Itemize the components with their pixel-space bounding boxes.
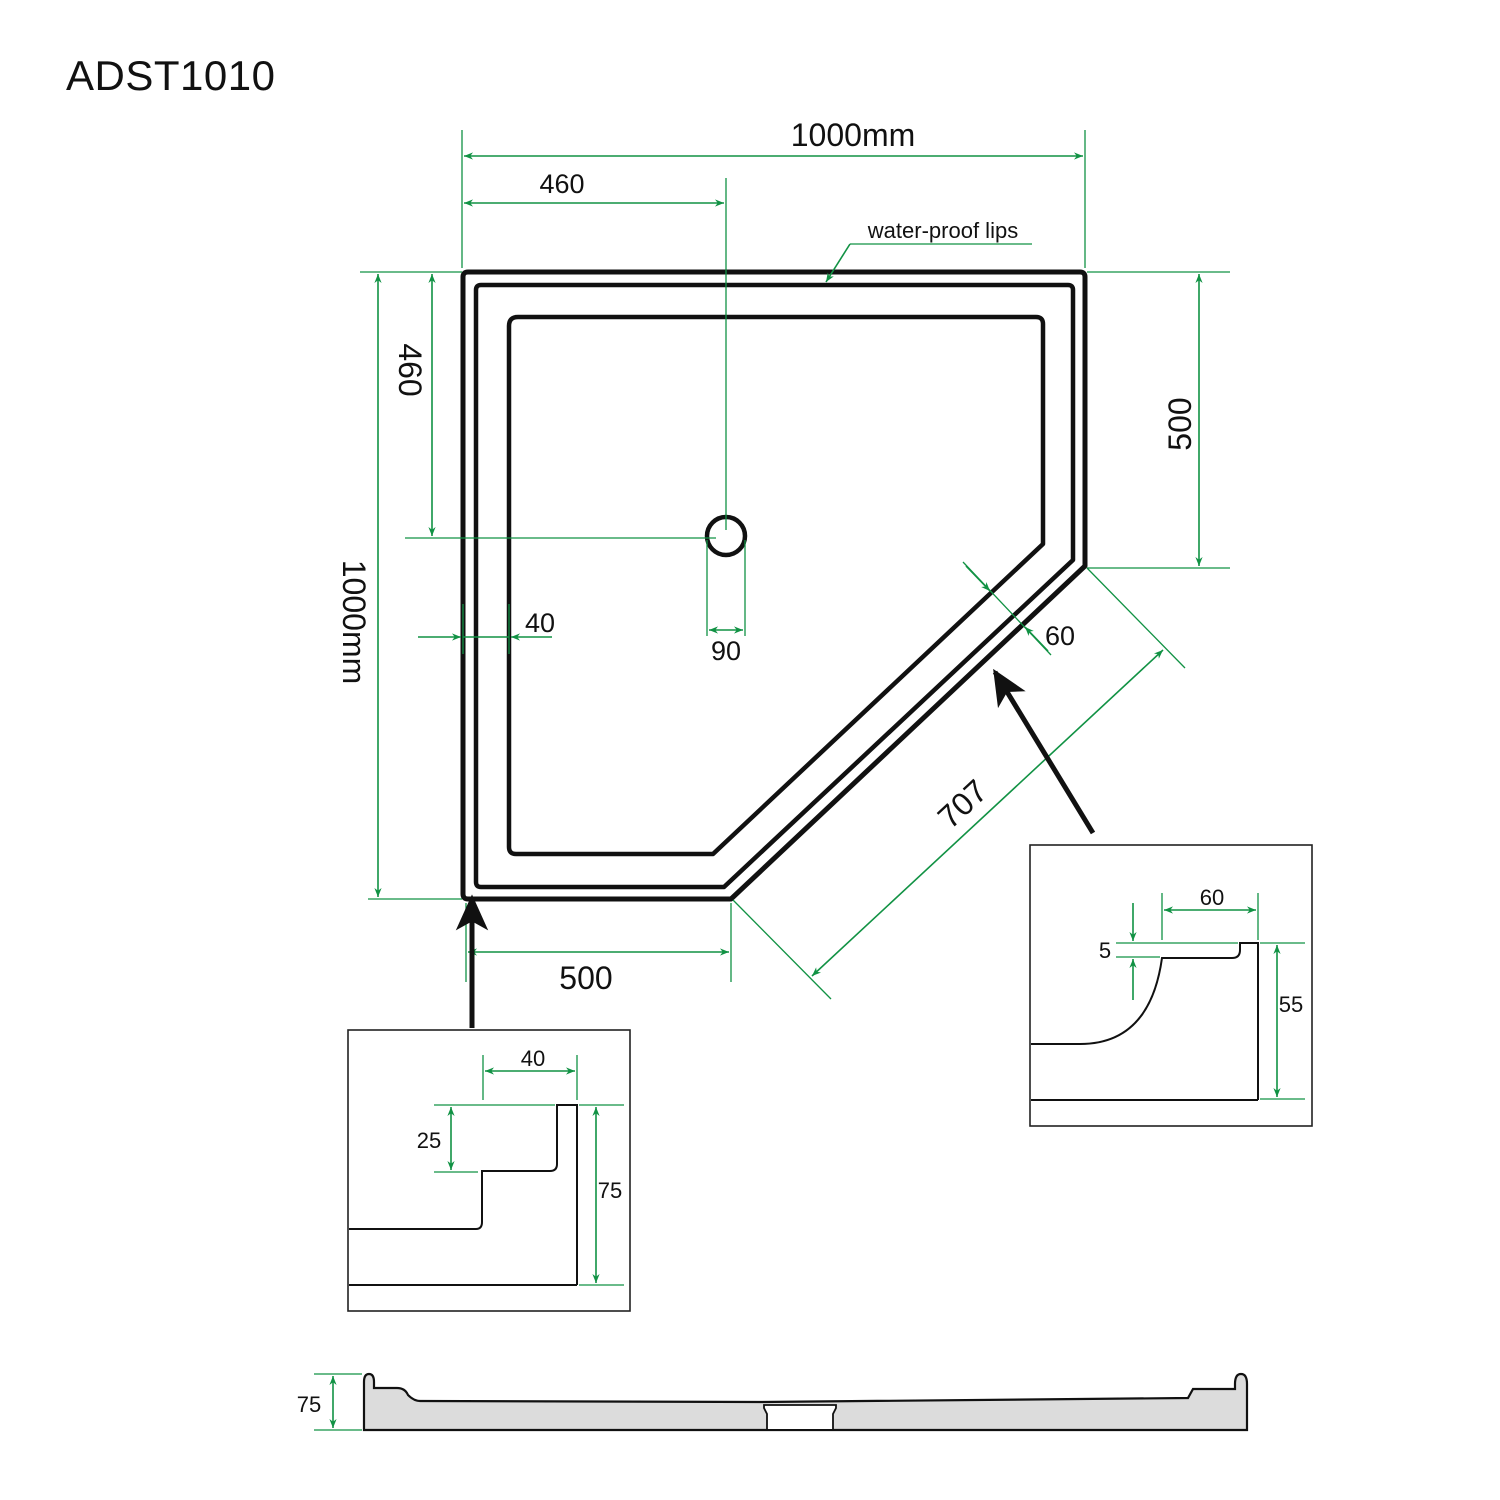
tray-lip-edge: [473, 282, 1076, 890]
section-height-label: 75: [297, 1392, 321, 1417]
label-right-side: 500: [1162, 397, 1198, 450]
plan-dimensions: [360, 130, 1230, 1000]
detail-right-profile: 60 5 55: [1029, 844, 1313, 1127]
section-profile: [362, 1372, 1249, 1432]
right-detail-pointer-arrow-icon: [992, 668, 1096, 835]
label-waste-y: 460: [392, 343, 428, 396]
detail-left-profile: 40 25 75: [347, 1029, 631, 1312]
product-code-title: ADST1010: [66, 52, 276, 99]
detail-left-width-label: 40: [521, 1046, 545, 1071]
detail-right-height-label: 55: [1279, 992, 1303, 1017]
dim-line-diagonal: [811, 649, 1164, 977]
detail-right-step-label: 5: [1099, 938, 1111, 963]
label-diagonal-lip: 60: [1045, 621, 1075, 651]
label-waste-x: 460: [539, 169, 584, 199]
tray-outer-edge: [460, 269, 1088, 902]
label-bottom-side: 500: [559, 960, 612, 996]
dim-line-diagonal-lip: [965, 565, 991, 592]
label-depth: 1000mm: [336, 560, 372, 685]
tray-side-section: 75: [297, 1372, 1249, 1432]
label-width: 1000mm: [791, 117, 916, 153]
label-callout: water-proof lips: [867, 218, 1018, 243]
detail-left-height-label: 75: [598, 1178, 622, 1203]
label-diagonal: 707: [931, 773, 995, 836]
tray-plan: [460, 269, 1088, 902]
section-waste: [763, 1404, 837, 1430]
detail-right-width-label: 60: [1200, 885, 1224, 910]
detail-left-step-label: 25: [417, 1128, 441, 1153]
tray-basin-edge: [506, 314, 1046, 857]
callout-leader: [825, 243, 851, 283]
label-lip: 40: [525, 608, 555, 638]
label-waste-diameter: 90: [711, 636, 741, 666]
